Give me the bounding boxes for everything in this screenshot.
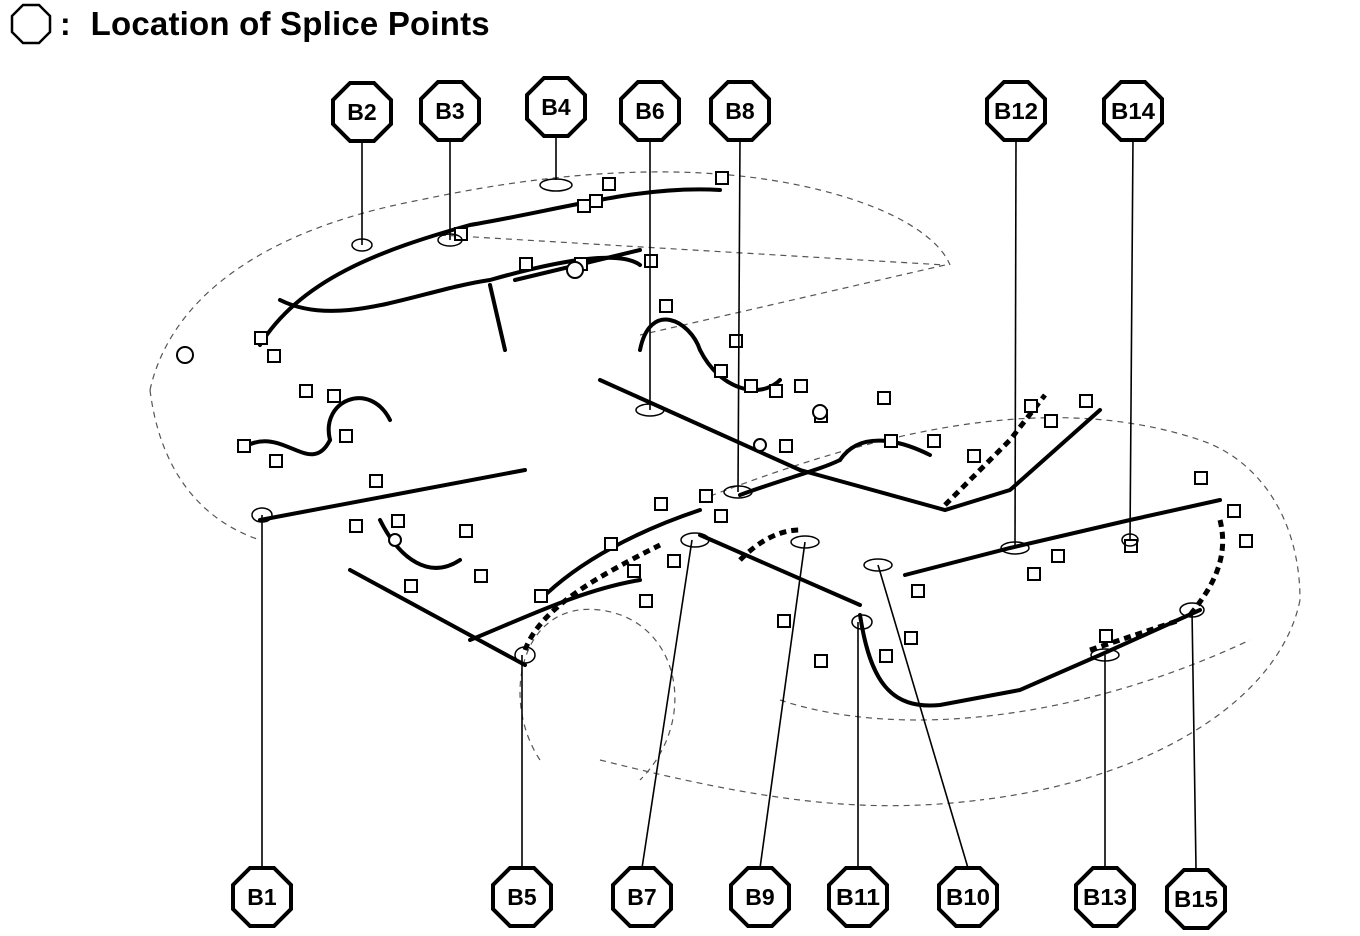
legend-colon: : bbox=[60, 5, 71, 42]
callout-b8: B8 bbox=[709, 80, 771, 142]
callout-label: B14 bbox=[1111, 98, 1155, 124]
callout-label: B6 bbox=[635, 98, 664, 124]
callout-label: B3 bbox=[435, 98, 464, 124]
callout-label: B4 bbox=[541, 94, 571, 120]
callout-label: B2 bbox=[347, 99, 376, 125]
callout-label: B1 bbox=[247, 884, 277, 910]
callout-label: B11 bbox=[836, 884, 880, 910]
header: : Location of Splice Points bbox=[10, 2, 490, 46]
callout-label: B12 bbox=[994, 98, 1038, 124]
callout-label: B5 bbox=[507, 884, 537, 910]
connectors bbox=[176, 171, 1253, 668]
callout-b10: B10 bbox=[937, 866, 999, 928]
callout-b9: B9 bbox=[729, 866, 791, 928]
callout-b15: B15 bbox=[1165, 868, 1227, 930]
callout-label: B7 bbox=[627, 884, 656, 910]
callout-b13: B13 bbox=[1074, 866, 1136, 928]
callout-label: B10 bbox=[946, 884, 990, 910]
callout-b2: B2 bbox=[331, 81, 393, 143]
callout-b11: B11 bbox=[827, 866, 889, 928]
callout-b12: B12 bbox=[985, 80, 1047, 142]
callout-b6: B6 bbox=[619, 80, 681, 142]
callout-b14: B14 bbox=[1102, 80, 1164, 142]
page-title: Location of Splice Points bbox=[90, 5, 490, 42]
car-body-outline bbox=[149, 171, 1301, 807]
callout-label: B15 bbox=[1174, 886, 1218, 912]
callout-b4: B4 bbox=[525, 76, 587, 138]
callout-label: B13 bbox=[1083, 884, 1127, 910]
callout-b7: B7 bbox=[611, 866, 673, 928]
callout-b5: B5 bbox=[491, 866, 553, 928]
callout-b3: B3 bbox=[419, 80, 481, 142]
dashed-harness bbox=[522, 393, 1226, 653]
callout-label: B8 bbox=[725, 98, 755, 124]
octagon-legend-icon bbox=[10, 3, 52, 45]
callout-label: B9 bbox=[745, 884, 774, 910]
leader-lines bbox=[261, 136, 1197, 869]
callout-b1: B1 bbox=[231, 866, 293, 928]
wiring-harness bbox=[238, 187, 1222, 708]
